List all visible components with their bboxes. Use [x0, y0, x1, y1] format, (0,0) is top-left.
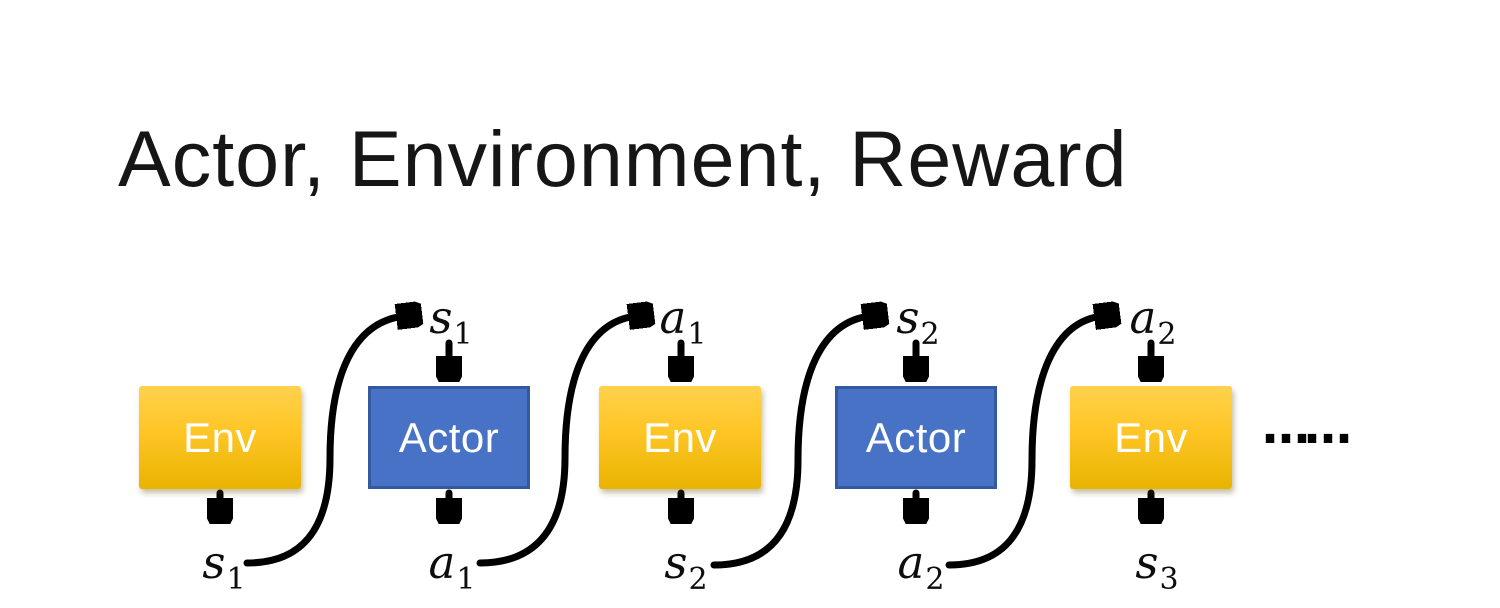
- actor-box-2-label: Actor: [865, 413, 967, 461]
- top-label-a2-sub: 2: [1157, 317, 1177, 352]
- env-box-1-label: Env: [183, 413, 257, 461]
- env-box-3-label: Env: [1114, 413, 1188, 461]
- top-label-a2-base: a: [1129, 291, 1157, 344]
- env-box-2: Env: [599, 386, 761, 489]
- env-box-2-label: Env: [643, 413, 717, 461]
- bottom-label-s1-base: s: [202, 536, 226, 589]
- top-label-s2: s2: [896, 295, 939, 350]
- top-label-a1-base: a: [659, 291, 687, 344]
- bottom-label-s1-sub: 1: [226, 562, 246, 597]
- bottom-label-s3-base: s: [1135, 536, 1159, 589]
- bottom-label-a1-sub: 1: [456, 562, 476, 597]
- bottom-label-s1: s1: [202, 540, 245, 595]
- top-label-s1-base: s: [429, 291, 453, 344]
- actor-box-1: Actor: [368, 386, 530, 489]
- curved-arrow-a2-to-top: [945, 316, 1102, 569]
- bottom-label-a2: a2: [898, 540, 945, 595]
- curved-arrow-a1-to-top: [476, 316, 636, 567]
- ellipsis-dots: ……: [1262, 399, 1352, 455]
- curved-arrow-s2-to-top: [710, 316, 870, 569]
- top-label-a1-sub: 1: [687, 317, 707, 352]
- actor-box-2: Actor: [835, 386, 997, 489]
- env-box-1: Env: [139, 386, 301, 489]
- top-label-s2-sub: 2: [920, 317, 940, 352]
- bottom-label-s2: s2: [664, 540, 707, 595]
- bottom-label-a1: a1: [429, 540, 476, 595]
- top-label-s1: s1: [429, 295, 472, 350]
- top-label-s2-base: s: [896, 291, 920, 344]
- bottom-label-s2-base: s: [664, 536, 688, 589]
- bottom-label-a2-base: a: [897, 536, 925, 589]
- bottom-label-s3-sub: 3: [1159, 562, 1179, 597]
- top-label-a1: a1: [660, 295, 707, 350]
- curved-arrow-s1-to-top: [243, 316, 404, 567]
- top-label-s1-sub: 1: [453, 317, 473, 352]
- actor-box-1-label: Actor: [398, 413, 500, 461]
- top-label-a2: a2: [1130, 295, 1177, 350]
- bottom-label-a2-sub: 2: [925, 562, 945, 597]
- bottom-label-s3: s3: [1135, 540, 1178, 595]
- slide-title: Actor, Environment, Reward: [118, 114, 1128, 203]
- env-box-3: Env: [1070, 386, 1232, 489]
- bottom-label-s2-sub: 2: [688, 562, 708, 597]
- bottom-label-a1-base: a: [428, 536, 456, 589]
